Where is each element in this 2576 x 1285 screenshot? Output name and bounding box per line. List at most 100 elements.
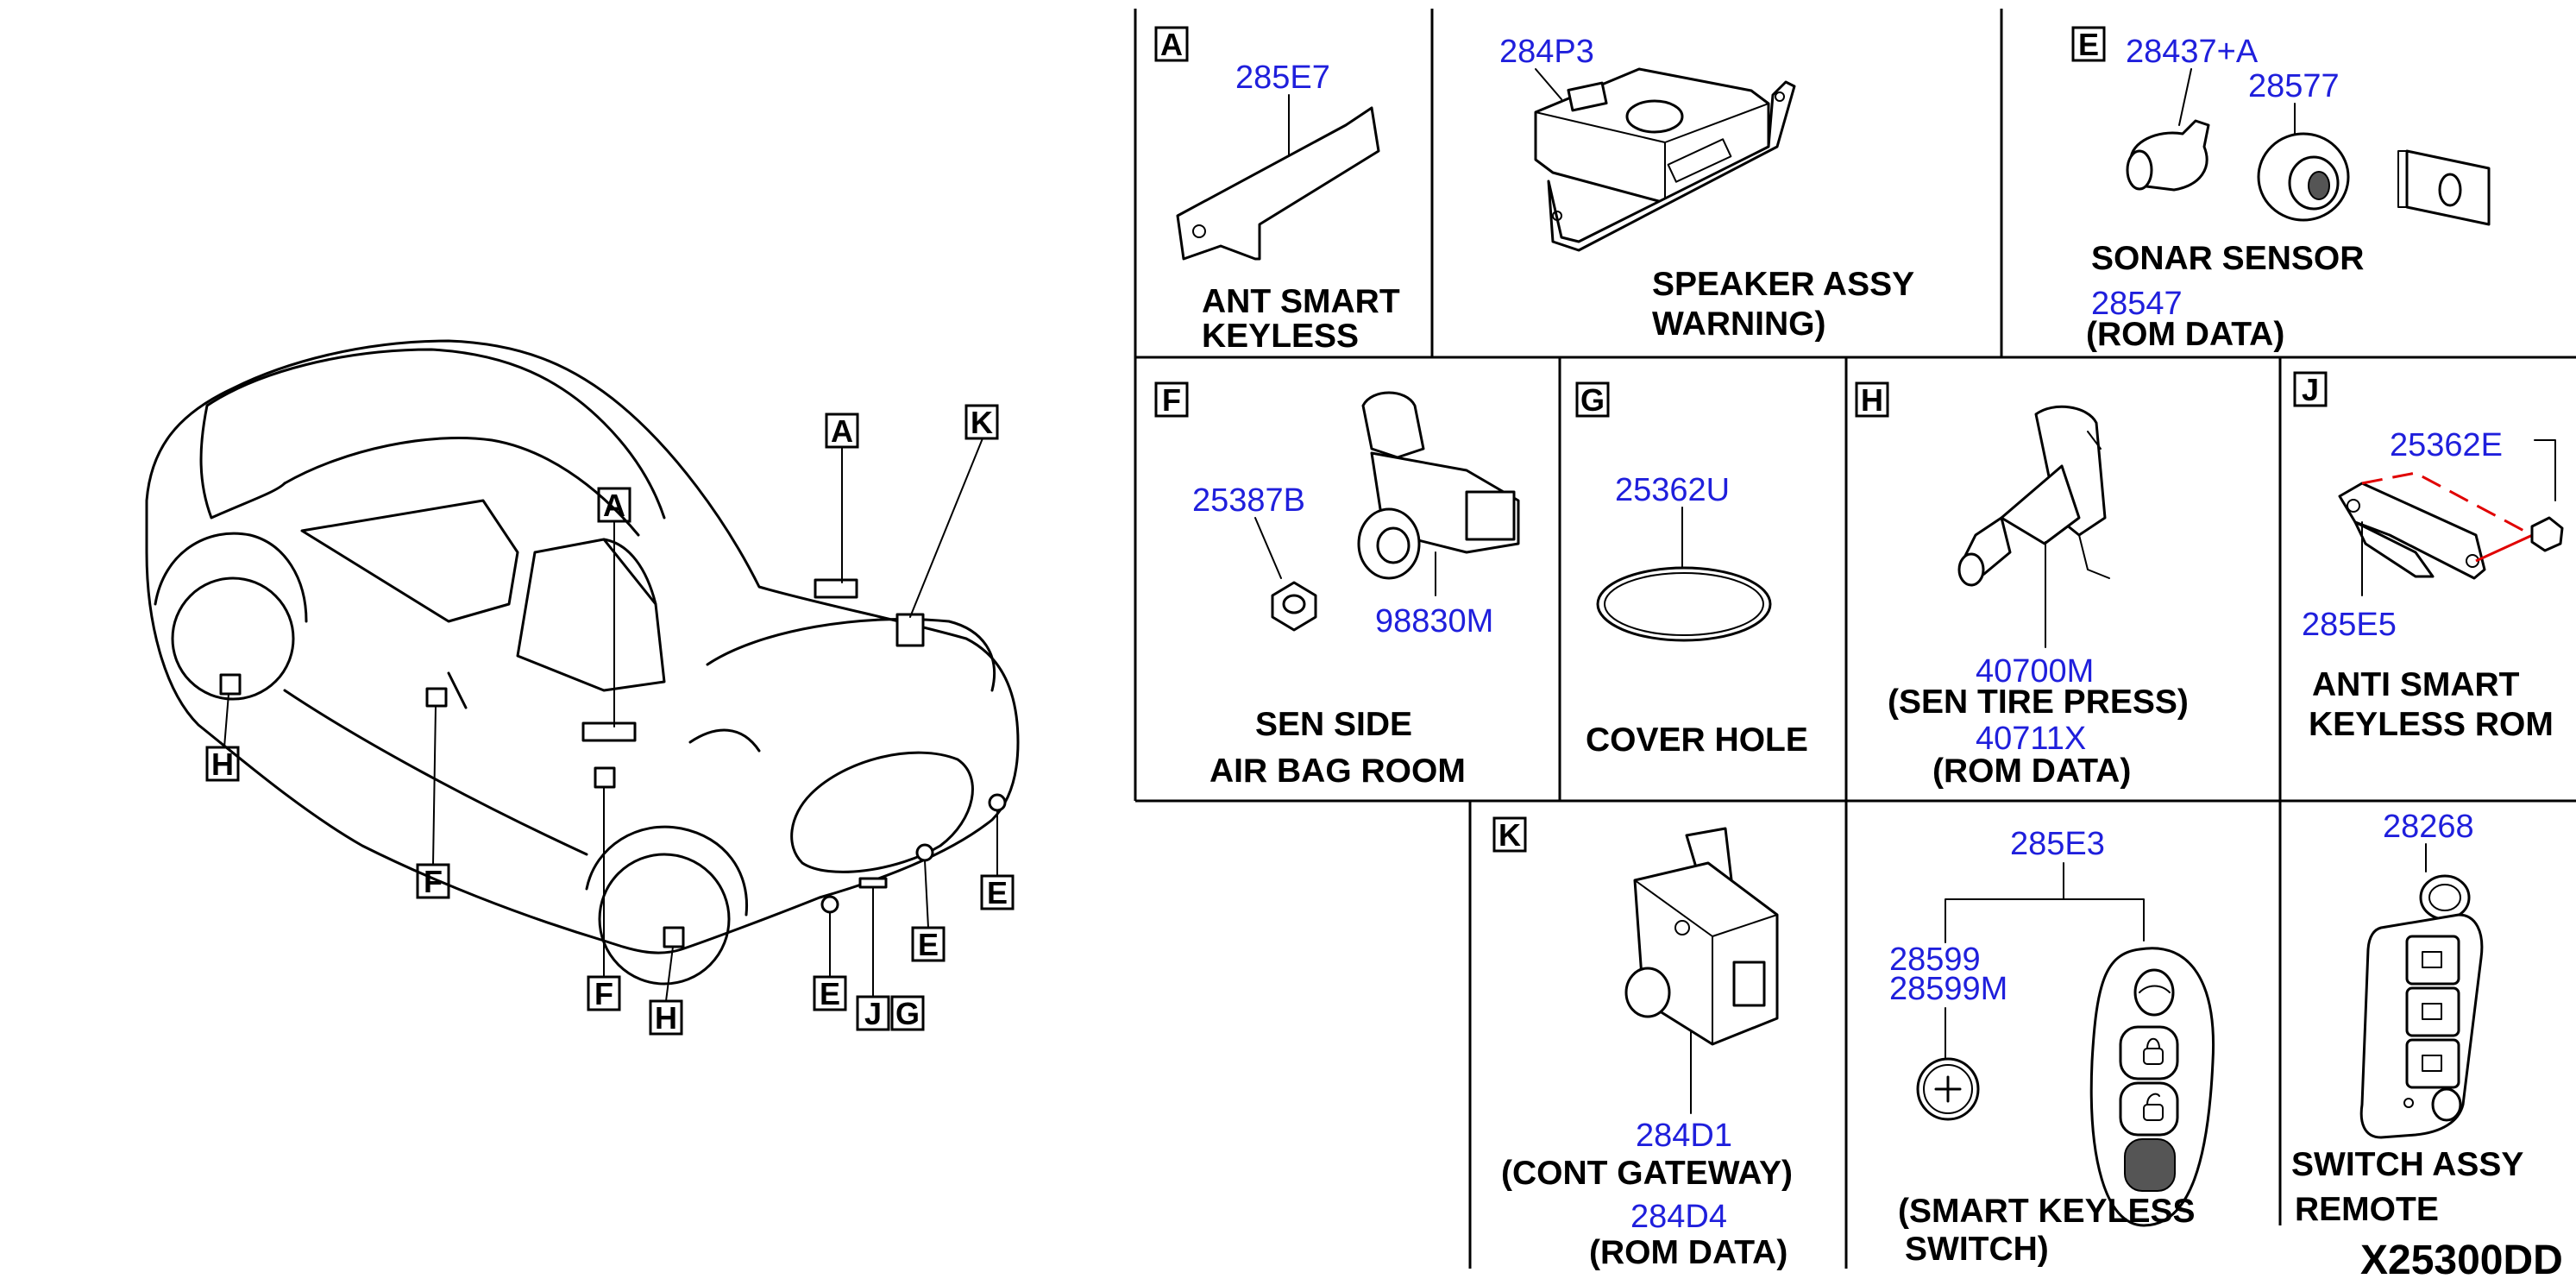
description-line: KEYLESS ROM xyxy=(2309,706,2554,743)
description-line: WARNING) xyxy=(1652,306,1825,343)
sonar-sensor-part xyxy=(2126,119,2210,192)
callout-leaders xyxy=(223,438,998,1002)
grommet-part xyxy=(2530,516,2564,552)
speaker-assy-part xyxy=(1534,67,1796,252)
callout-letter: J xyxy=(864,996,882,1031)
callout-k: K xyxy=(964,404,999,440)
panel-grid xyxy=(1134,9,2576,1269)
part-number: 285E5 xyxy=(2302,607,2397,643)
callout-f-front: F xyxy=(416,863,450,899)
callout-e-1: E xyxy=(813,975,847,1011)
callout-e-3: E xyxy=(980,874,1015,910)
part-number: 25362E xyxy=(2390,427,2503,463)
vehicle-part-markers xyxy=(219,578,1007,948)
description-line: SONAR SENSOR xyxy=(2091,240,2364,277)
part-number: 285E3 xyxy=(2010,826,2105,862)
callout-letter: E xyxy=(918,927,939,962)
panel-letter: K xyxy=(1498,817,1521,853)
panel-letter: A xyxy=(1160,27,1183,62)
part-number: 285E7 xyxy=(1235,60,1330,96)
description-line: (ROM DATA) xyxy=(1932,753,2131,790)
panel-j: J 25362E 285E5 ANTI SMART KEYLESS ROM xyxy=(2293,371,2564,743)
panel-k: K 284D1 (CONT GATEWAY) 284D4 (ROM DATA) xyxy=(1492,816,1793,1271)
callout-e-2: E xyxy=(911,926,946,962)
callout-j: J xyxy=(856,995,890,1031)
description-line: (CONT GATEWAY) xyxy=(1501,1155,1793,1192)
panel-letter: J xyxy=(2302,372,2319,407)
description-line: SWITCH ASSY xyxy=(2291,1146,2523,1183)
callout-letter: H xyxy=(211,746,234,782)
description-line: (ROM DATA) xyxy=(2086,316,2284,353)
sonar-sensor-holder-part xyxy=(2257,132,2350,222)
ant-smart-keyless-part xyxy=(1176,106,1380,261)
part-number: 28437+A xyxy=(2126,34,2259,70)
part-number: 284P3 xyxy=(1499,34,1594,70)
callout-a-upper: A xyxy=(825,413,859,449)
panel-g: G 25362U COVER HOLE xyxy=(1575,381,1808,759)
panel-letter: E xyxy=(2078,27,2099,62)
cover-hole-part xyxy=(1596,566,1772,642)
description-line: (SEN TIRE PRESS) xyxy=(1888,683,2189,721)
description-line: ANTI SMART xyxy=(2312,666,2520,703)
part-number: 284D1 xyxy=(1636,1118,1732,1154)
part-number: 40711X xyxy=(1976,721,2086,757)
part-number: 25362U xyxy=(1615,472,1730,508)
description-line: (ROM DATA) xyxy=(1589,1234,1787,1271)
vehicle-illustration xyxy=(145,339,1020,986)
part-number: 98830M xyxy=(1375,603,1493,639)
callout-letter: F xyxy=(424,864,443,899)
callout-h-front: H xyxy=(205,746,240,782)
panel-letter: H xyxy=(1861,382,1883,418)
part-number: 28547 xyxy=(2091,286,2183,322)
description-line: SWITCH) xyxy=(1905,1231,2049,1268)
bumper-bracket-part xyxy=(2397,149,2491,226)
callout-letter: F xyxy=(594,976,613,1011)
anti-smart-keyless-part xyxy=(2338,482,2486,580)
callout-letter: A xyxy=(603,488,625,523)
part-number: 40700M xyxy=(1976,653,2094,690)
tire-pressure-sensor-part xyxy=(1957,405,2110,587)
panel-f: F 25387B 98830M SEN SIDE AIR BAG ROOM xyxy=(1154,381,1520,790)
callout-h-rear: H xyxy=(649,999,683,1036)
panel-letter: F xyxy=(1162,382,1181,418)
smart-key-fob-part xyxy=(2089,947,2215,1227)
part-number: 25387B xyxy=(1192,482,1305,519)
panel-h: H 40700M (SEN TIRE PRESS) 40711X (ROM DA… xyxy=(1855,381,2189,790)
callout-f-rear: F xyxy=(587,975,621,1011)
part-number: 28577 xyxy=(2248,68,2340,104)
part-number: 28599 xyxy=(1889,942,1981,978)
description-line: KEYLESS xyxy=(1202,318,1359,355)
callout-letter: E xyxy=(820,976,840,1011)
callout-a-lower: A xyxy=(597,487,631,523)
description-line: COVER HOLE xyxy=(1586,721,1808,759)
description-line: AIR BAG ROOM xyxy=(1209,753,1466,790)
callout-letter: A xyxy=(831,413,853,449)
callout-g: G xyxy=(890,995,925,1031)
description-line: REMOTE xyxy=(2295,1191,2439,1228)
part-number: 284D4 xyxy=(1630,1199,1727,1235)
nut-part xyxy=(1271,581,1317,632)
callout-letter: G xyxy=(895,996,920,1031)
part-number: 28268 xyxy=(2383,809,2474,845)
description-line: (SMART KEYLESS xyxy=(1898,1193,2196,1230)
panel-e: E 28437+A 28577 SONAR SENSOR 28547 (ROM … xyxy=(2071,26,2491,353)
callout-letter: K xyxy=(971,405,993,440)
panel-letter: G xyxy=(1580,382,1605,418)
panel-smart-keyless: 285E3 28599 28599M (SMART KEYLESS SWITCH… xyxy=(1889,826,2215,1268)
panel-a: A 285E7 ANT SMART KEYLESS xyxy=(1154,26,1400,355)
cont-gateway-part xyxy=(1624,827,1779,1046)
remote-key-part xyxy=(2359,874,2484,1139)
description-line: SEN SIDE xyxy=(1255,706,1412,743)
part-number: 28599M xyxy=(1889,971,2007,1007)
callout-letter: E xyxy=(987,875,1008,910)
callout-boxes: A K A H F F H E E E J G xyxy=(205,404,1015,1036)
panel-speaker: 284P3 SPEAKER ASSY WARNING) xyxy=(1499,34,1914,343)
callout-letter: H xyxy=(655,1000,677,1036)
side-airbag-sensor-part xyxy=(1357,391,1520,580)
diagram-code: X25300DD xyxy=(2360,1238,2563,1281)
panel-remote: 28268 SWITCH ASSY REMOTE xyxy=(2291,809,2523,1228)
coin-battery-part xyxy=(1916,1057,1980,1121)
description-line: ANT SMART xyxy=(1202,283,1400,320)
